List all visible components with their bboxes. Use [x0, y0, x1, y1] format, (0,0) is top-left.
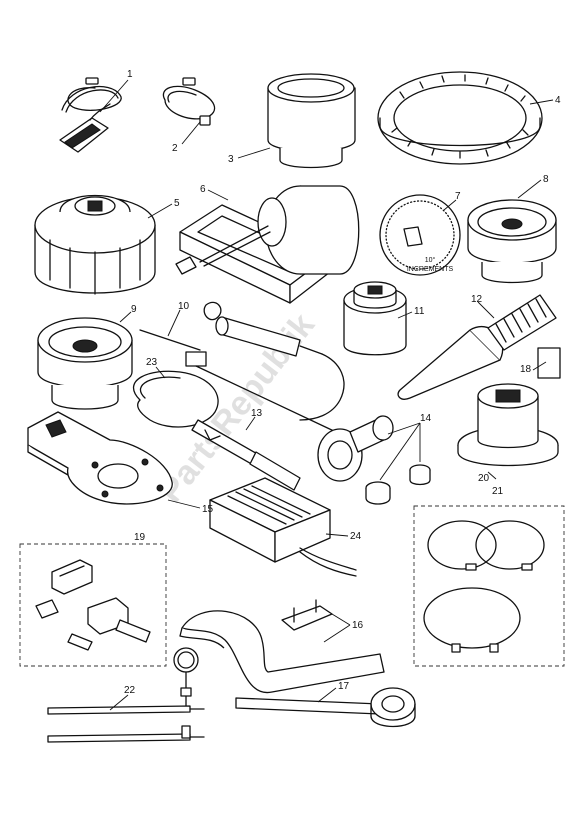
callout-23: 23 — [146, 357, 158, 368]
callout-4: 4 — [555, 95, 561, 106]
callout-10: 10 — [178, 301, 190, 312]
part-21-cables — [413, 505, 565, 667]
part-11-socket — [343, 281, 407, 356]
callout-15: 15 — [202, 504, 214, 515]
callout-9: 9 — [131, 304, 137, 315]
group-19-box — [19, 543, 167, 667]
part-19-kit — [19, 543, 167, 667]
part-24-module — [209, 477, 357, 577]
callout-18: 18 — [520, 364, 532, 375]
part-8-collar — [467, 199, 557, 284]
callout-17: 17 — [338, 681, 350, 692]
part-16-c-spanner — [179, 599, 385, 694]
part-6-bearing-press — [175, 185, 360, 304]
callout-8: 8 — [543, 174, 549, 185]
part-2-cable — [162, 77, 216, 126]
increments-label: INCREMENTS — [407, 266, 454, 273]
part-1-diagnostic-cable — [59, 77, 122, 153]
callout-13: 13 — [251, 408, 263, 419]
part-23-strap-wrench — [132, 370, 219, 428]
leader-lines — [99, 79, 554, 711]
callout-14: 14 — [420, 413, 432, 424]
group-21-box — [413, 505, 565, 667]
part-13-strap-handle — [191, 419, 301, 491]
part-12-cone-tool — [397, 294, 557, 400]
part-3-cup-tool — [267, 73, 356, 169]
callout-7: 7 — [455, 191, 461, 202]
callout-11: 11 — [414, 306, 425, 317]
callout-22: 22 — [124, 685, 136, 696]
degree-label: 10° — [425, 256, 436, 264]
callout-numbers: 1 2 3 4 5 6 7 8 9 10 11 12 13 14 15 16 1… — [124, 69, 561, 696]
part-4-notched-ring — [377, 71, 543, 165]
part-7-degree-disc: 10° INCREMENTS — [379, 194, 461, 276]
callout-19: 19 — [134, 532, 146, 543]
callout-1: 1 — [127, 69, 133, 80]
part-18-label — [537, 347, 561, 379]
callout-2: 2 — [172, 143, 178, 154]
part-22-gauge-hoses — [47, 647, 205, 743]
callout-5: 5 — [174, 198, 180, 209]
part-15-locking-plate — [27, 411, 173, 505]
callout-6: 6 — [200, 184, 206, 195]
part-20-stand — [457, 383, 559, 467]
callout-21: 21 — [492, 486, 504, 497]
part-17-bar-wrench — [235, 687, 416, 728]
callout-16: 16 — [352, 620, 364, 631]
callout-3: 3 — [228, 154, 234, 165]
part-14-dowels — [317, 415, 431, 505]
callout-20: 20 — [478, 473, 490, 484]
callout-24: 24 — [350, 531, 362, 542]
part-5-filter-wrench — [34, 194, 156, 295]
callout-12: 12 — [471, 294, 483, 305]
part-10-syringe-tool — [139, 301, 345, 433]
part-9-collar — [37, 317, 133, 410]
